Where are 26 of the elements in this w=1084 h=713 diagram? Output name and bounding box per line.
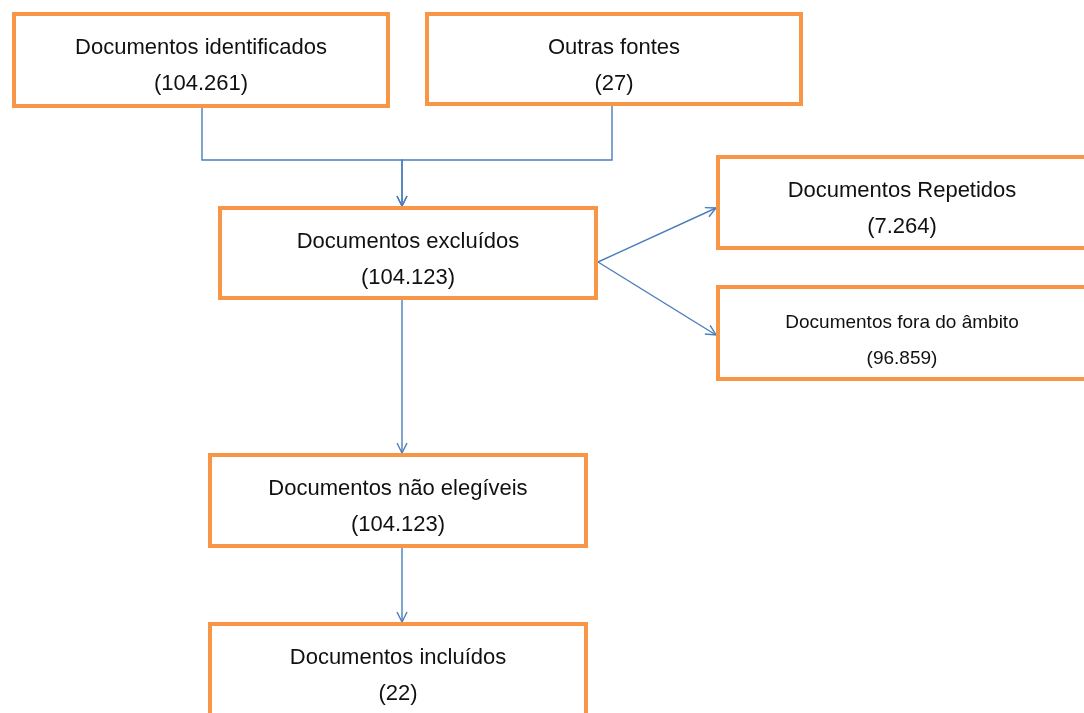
process-box [425, 12, 803, 106]
arrow [597, 206, 717, 263]
arrow [597, 261, 717, 336]
process-box [716, 155, 1084, 250]
count-label: (104.261) [153, 69, 249, 97]
count-label: (27) [594, 69, 634, 97]
process-box [208, 622, 588, 713]
process-box [12, 12, 390, 108]
box-title: Documentos não elegíveis [268, 474, 528, 502]
count-label: (104.123) [350, 510, 446, 538]
count-label: (104.123) [360, 263, 456, 291]
box-title: Documentos incluídos [289, 643, 507, 671]
box-title: Outras fontes [547, 33, 681, 61]
box-title: Documentos identificados [75, 33, 327, 61]
count-label: (7.264) [867, 212, 937, 240]
box-title: Documentos Repetidos [787, 176, 1017, 204]
count-label: (96.859) [866, 346, 938, 370]
count-label: (22) [378, 679, 418, 707]
process-box [208, 453, 588, 548]
process-box [716, 285, 1084, 381]
box-title: Documentos fora do âmbito [785, 310, 1019, 334]
process-box [218, 206, 598, 300]
arrow [396, 299, 408, 454]
arrow [396, 547, 408, 623]
box-title: Documentos excluídos [296, 227, 520, 255]
arrow [396, 105, 613, 207]
